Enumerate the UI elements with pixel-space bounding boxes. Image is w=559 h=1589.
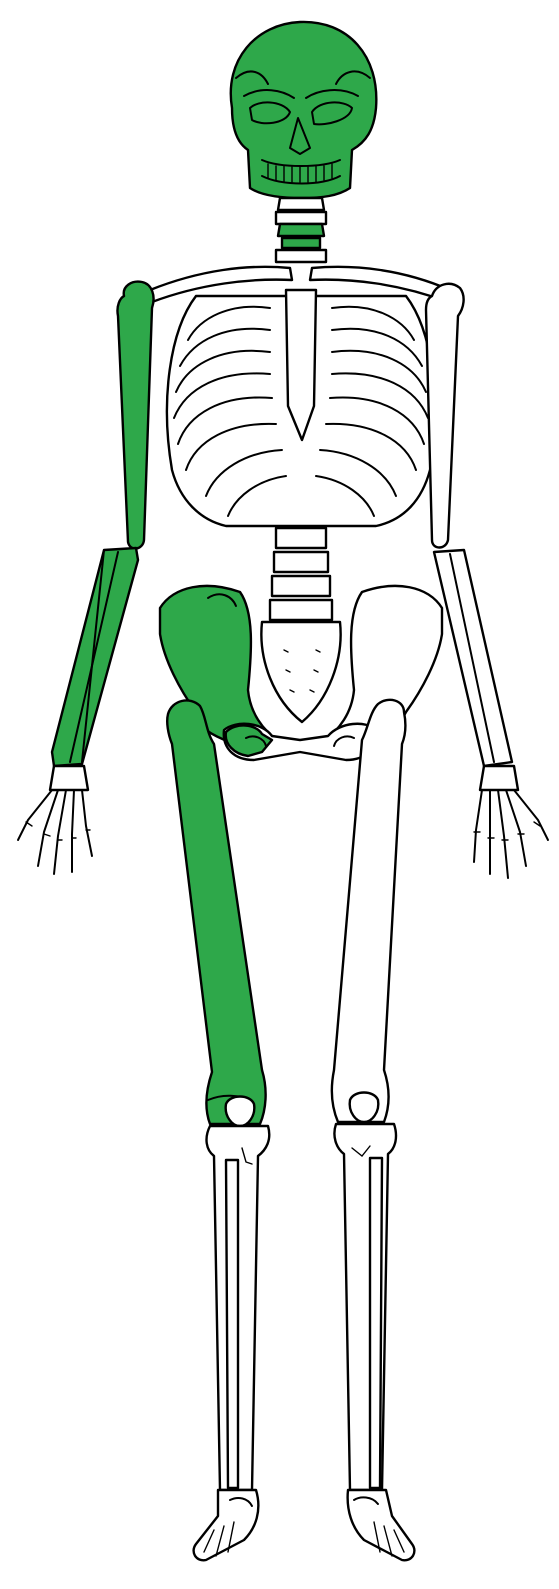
pubis xyxy=(224,724,376,760)
rib-cage xyxy=(167,290,435,526)
right-femur xyxy=(167,700,265,1124)
left-femur xyxy=(332,700,405,1122)
left-hand xyxy=(474,766,548,878)
right-hand xyxy=(18,766,92,874)
left-humerus xyxy=(426,284,464,548)
left-forearm xyxy=(434,550,512,766)
lumbar-spine xyxy=(270,528,332,620)
skull xyxy=(231,22,377,198)
right-humerus xyxy=(117,282,153,549)
cervical-spine xyxy=(276,198,326,262)
right-forearm xyxy=(52,548,138,766)
left-foot xyxy=(348,1490,415,1560)
sacrum xyxy=(261,622,340,722)
right-lower-leg xyxy=(207,1126,270,1490)
left-lower-leg xyxy=(334,1124,396,1490)
right-foot xyxy=(194,1490,259,1560)
